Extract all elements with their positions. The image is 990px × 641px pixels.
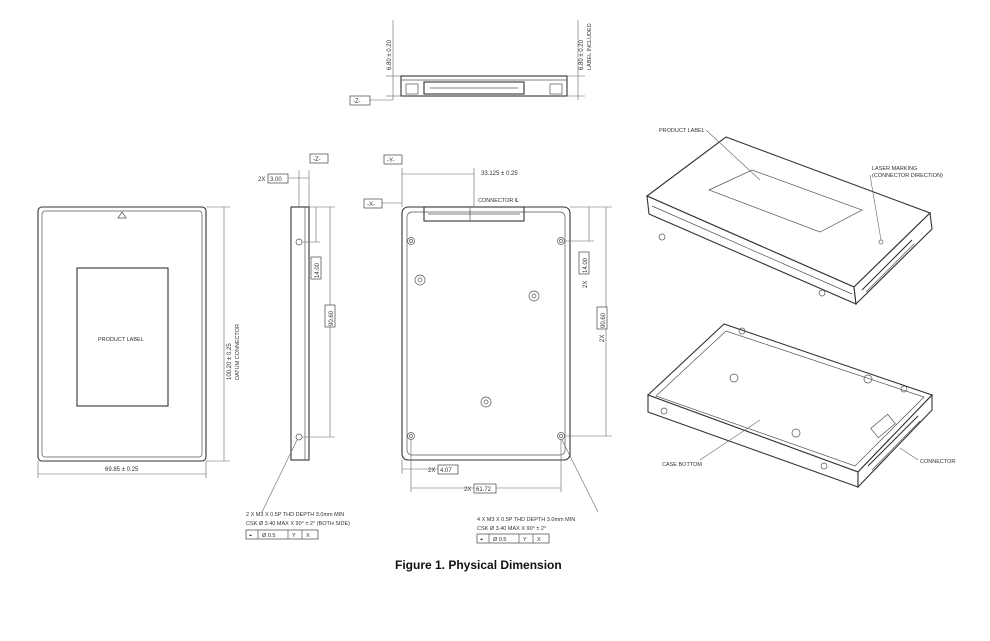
bottom-fcf-tol: Ø 0.5 <box>493 537 506 543</box>
side-3-00-dim: 3.00 <box>270 177 282 183</box>
bottom-90-60-dim: 90.60 <box>601 312 607 328</box>
side-fcf-datum-y: Y <box>292 533 296 539</box>
side-14-00-dim: 14.00 <box>315 262 321 278</box>
bottom-fcf: ⌖ Ø 0.5 Y X <box>476 533 550 544</box>
length-dim: 100.20 ± 0.25 <box>227 343 233 380</box>
side-thread-note: 2 X M3 X 0.5P THD DEPTH 3.0mm MIN <box>246 512 344 518</box>
side-fcf: ⌖ Ø 0.5 Y X <box>245 529 319 540</box>
bottom-csk-note: CSK Ø 3.40 MAX X 90° ± 2° <box>477 526 546 532</box>
label-included-note: LABEL INCLUDED <box>587 23 593 70</box>
bottom-2x-d: 2X <box>464 487 471 493</box>
bottom-fcf-symbol: ⌖ <box>480 537 483 543</box>
bottom-view: -Y- -X- 33.125 ± 0.25 CONNECTOR ℄ 2X 14.… <box>363 154 612 544</box>
figure-caption: Figure 1. Physical Dimension <box>395 558 562 572</box>
bottom-thread-note: 4 X M3 X 0.5P THD DEPTH 3.0mm MIN <box>477 517 575 523</box>
side-90-60-dim: 90.60 <box>329 310 335 326</box>
bottom-2x-b: 2X <box>600 335 606 342</box>
bottom-4-07-dim: 4.07 <box>440 468 452 474</box>
datum-z-side: -Z- <box>313 157 321 163</box>
iso-product-label: PRODUCT LABEL <box>659 128 705 134</box>
connector-center-label: CONNECTOR ℄ <box>478 198 519 204</box>
datum-z-top: -Z- <box>353 99 361 105</box>
conn-offset-dim: 33.125 ± 0.25 <box>481 171 518 177</box>
datum-y: -Y- <box>387 158 394 164</box>
bottom-14-00-dim: 14.00 <box>583 257 589 273</box>
bottom-61-72-dim: 61.72 <box>476 487 492 493</box>
bottom-fcf-datum-x: X <box>537 537 541 543</box>
datum-x: -X- <box>367 202 375 208</box>
front-view: PRODUCT LABEL 100.20 ± 0.25 DATUM CONNEC… <box>37 206 241 478</box>
datum-connector-note: DATUM CONNECTOR <box>235 324 241 380</box>
top-edge-view: 6.80 ± 0.20 6.80 ± 0.20 LABEL INCLUDED -… <box>349 20 593 106</box>
bottom-fcf-datum-y: Y <box>523 537 527 543</box>
isometric-top-view: PRODUCT LABEL LASER MARKING (CONNECTOR D… <box>645 128 943 306</box>
width-dim: 69.85 ± 0.25 <box>105 467 139 473</box>
side-fcf-symbol: ⌖ <box>249 533 252 539</box>
side-csk-note: CSK Ø 3.40 MAX X 90° ± 2° (BOTH SIDE) <box>246 521 350 527</box>
connector-direction-label: (CONNECTOR DIRECTION) <box>872 173 943 179</box>
case-bottom-label: CASE BOTTOM <box>662 462 702 468</box>
front-product-label: PRODUCT LABEL <box>98 337 144 343</box>
iso-connector-label: CONNECTOR <box>920 459 955 465</box>
top-height-label-dim: 6.80 ± 0.20 <box>579 39 585 70</box>
side-fcf-tol: Ø 0.5 <box>262 533 275 539</box>
side-fcf-datum-x: X <box>306 533 310 539</box>
bottom-2x-c: 2X <box>428 468 435 474</box>
isometric-bottom-view: CASE BOTTOM CONNECTOR <box>646 323 955 489</box>
bottom-2x-a: 2X <box>583 281 589 288</box>
side-view: -Z- 2X 3.00 14.00 90.60 2 X M3 X 0.5P TH… <box>245 153 350 540</box>
laser-marking-label: LASER MARKING <box>872 166 917 172</box>
top-height-dim: 6.80 ± 0.20 <box>387 39 393 70</box>
side-2x-label: 2X <box>258 177 265 183</box>
